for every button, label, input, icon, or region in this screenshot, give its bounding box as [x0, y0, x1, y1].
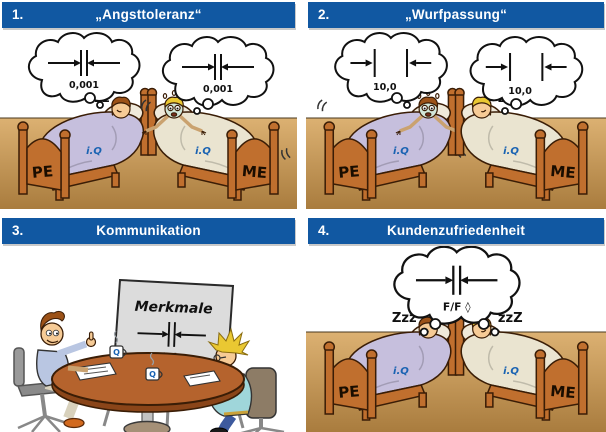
bubble-trail: [501, 107, 509, 115]
sleeper-me: [471, 96, 492, 119]
panel-1-header: 1. „Angsttoleranz“: [2, 2, 295, 28]
panel-3-header: 3. Kommunikation: [2, 218, 295, 244]
panel-title: Kommunikation: [96, 223, 201, 238]
bubble-value: F/F ◊: [443, 301, 471, 314]
bubble-trail: [477, 318, 490, 330]
thought-bubble-right-icon: 0,001: [161, 36, 275, 115]
forearm: [67, 365, 89, 373]
hair: [40, 310, 65, 332]
flipchart-title: Merkmale: [134, 299, 212, 318]
iq-logo: i.Q: [503, 146, 519, 157]
bubble-trail: [84, 92, 96, 104]
panel-4-header: 4. Kundenzufriedenheit: [308, 218, 604, 244]
panel-number: 2.: [318, 7, 330, 22]
panel-number: 4.: [318, 223, 330, 238]
bed-label-me: ME: [550, 162, 577, 182]
shoe: [63, 417, 85, 429]
bubble-trail: [193, 107, 201, 115]
bubble-trail: [419, 327, 429, 337]
smile: [46, 339, 59, 344]
sleeper-pe: [111, 96, 131, 119]
bubble-value: 10,0: [508, 86, 532, 97]
table-base: [123, 420, 171, 432]
bed-label-pe: PE: [31, 162, 54, 182]
panel-number: 3.: [12, 223, 24, 238]
thought-bubble-left-icon: 10,0: [334, 32, 448, 109]
panel-title: Kundenzufriedenheit: [386, 223, 526, 238]
thought-bubble-left-icon: 0,001: [27, 32, 141, 109]
panel-2-wurfpassung: 2. „Wurfpassung“ PE i.Q: [306, 0, 606, 212]
bubble-value: 0,001: [69, 80, 99, 91]
sleep-text: Zzz: [392, 311, 417, 326]
belt: [223, 410, 249, 416]
panel-title: „Angsttoleranz“: [95, 7, 202, 22]
bubble-trail: [490, 327, 500, 337]
iq-logo: i.Q: [86, 146, 102, 157]
panel-number: 1.: [12, 7, 24, 22]
shake-marks-icon: [315, 98, 328, 112]
sleep-text: zzZ: [498, 311, 523, 326]
bed-label-pe: PE: [338, 162, 361, 182]
panel-2-header: 2. „Wurfpassung“: [308, 2, 604, 28]
panel-3-kommunikation: 3. Kommunikation Merkmale 0,1: [0, 216, 297, 432]
panel-title: „Wurfpassung“: [404, 7, 508, 22]
bubble-trail: [510, 98, 523, 110]
panel-4-kundenzufriedenheit: 4. Kundenzufriedenheit PE i.Q Zzz ME: [306, 216, 606, 432]
bubble-trail: [96, 101, 104, 109]
bubble-trail: [390, 92, 403, 104]
bubble-trail: [202, 98, 214, 110]
paper-icon: [183, 370, 221, 387]
bubble-trail: [429, 318, 442, 330]
iq-logo: i.Q: [393, 146, 409, 157]
iq-logo: i.Q: [393, 366, 409, 377]
bubble-value: 10,0: [373, 82, 397, 93]
bubble-trail: [403, 101, 411, 109]
bed-label-me: ME: [550, 382, 577, 402]
table-items: [67, 330, 221, 387]
panel-1-angsttoleranz: 1. „Angsttoleranz“ PE i.Q Zzz ME: [0, 0, 297, 212]
shared-thought-bubble-icon: F/F ◊: [393, 246, 521, 337]
bed-label-pe: PE: [338, 382, 361, 402]
bubble-value: 0,001: [203, 84, 233, 95]
bed-label-me: ME: [241, 162, 268, 182]
iq-logo: i.Q: [195, 146, 211, 157]
thought-bubble-right-icon: 10,0: [469, 36, 584, 115]
iq-logo: i.Q: [503, 366, 519, 377]
shoe: [210, 427, 228, 432]
hair-blond-spiky: [207, 327, 251, 356]
